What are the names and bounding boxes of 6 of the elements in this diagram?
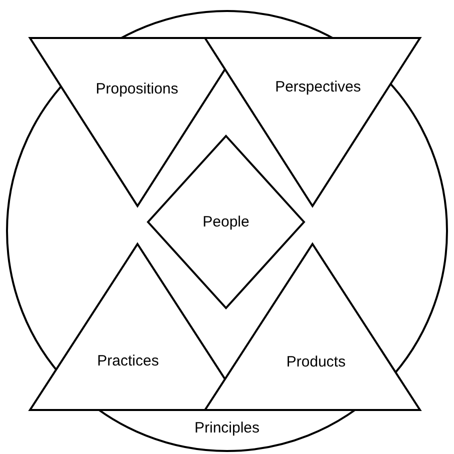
node-label: Practices <box>97 352 159 370</box>
node-label: Perspectives <box>275 78 361 96</box>
node-label: Products <box>286 354 346 370</box>
node-label: Principles <box>194 420 260 436</box>
node-label: Propositions <box>96 80 178 98</box>
node-label: People <box>202 214 250 230</box>
